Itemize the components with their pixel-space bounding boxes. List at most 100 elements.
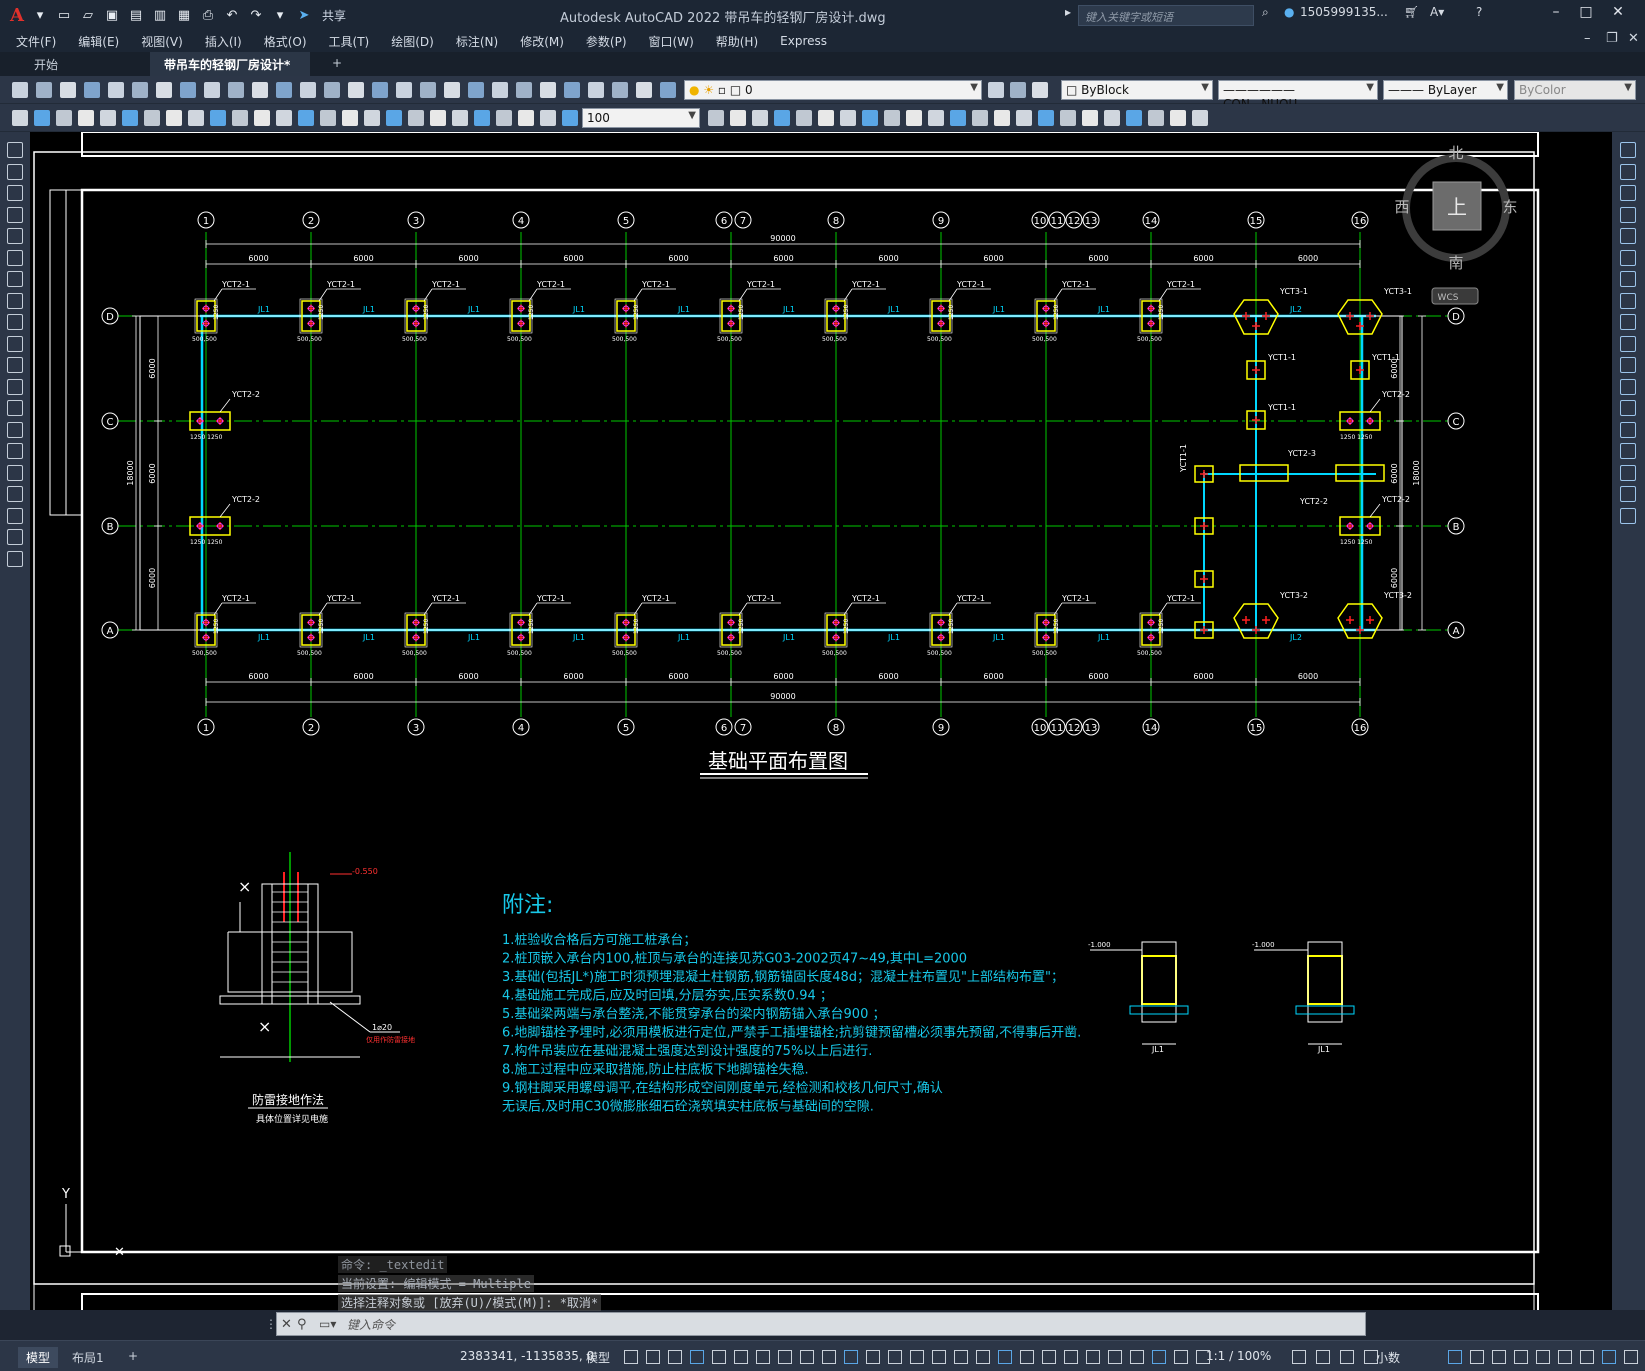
- span-dimension[interactable]: 6000: [878, 672, 898, 681]
- draw-tool-icon[interactable]: [7, 550, 23, 567]
- status-toggle-icon[interactable]: [844, 1350, 858, 1364]
- viewcube-face[interactable]: [1432, 181, 1482, 231]
- pile-cap[interactable]: [1036, 614, 1056, 646]
- grid-bubble[interactable]: [1082, 718, 1100, 736]
- cap-label[interactable]: YCT2-1: [956, 594, 985, 603]
- menu-modify[interactable]: 修改(M): [520, 34, 564, 49]
- draw-tool-icon[interactable]: [7, 292, 23, 309]
- draw-tool-icon[interactable]: [7, 400, 23, 416]
- note-line[interactable]: 8.施工过程中应采取措施,防止柱底板下地脚锚栓失稳.: [502, 1062, 809, 1078]
- pile-cap-small[interactable]: [1194, 570, 1214, 588]
- status-toggle-icon[interactable]: [778, 1350, 792, 1364]
- grid-bubble[interactable]: [1351, 718, 1369, 736]
- toolbar-button-icon[interactable]: [988, 82, 1004, 98]
- modify-tool-icon[interactable]: [1620, 400, 1636, 416]
- status-toggle-icon[interactable]: [1492, 1350, 1506, 1364]
- cap-label[interactable]: YCT2-1: [221, 594, 250, 603]
- command-line[interactable]: ⋮ ✕ ⚲ ▭▾ 键入命令: [265, 1312, 1366, 1336]
- toolbar-button-icon[interactable]: [1170, 110, 1186, 126]
- pile-cap[interactable]: [189, 411, 231, 431]
- cart-icon[interactable]: 🛒︎: [1404, 5, 1420, 19]
- pile-cap[interactable]: [511, 300, 531, 332]
- status-toggle-icon[interactable]: [1196, 1350, 1210, 1364]
- minimize-icon[interactable]: –: [1552, 4, 1560, 20]
- menu-express[interactable]: Express: [780, 34, 827, 48]
- toolbar-button-icon[interactable]: [188, 110, 204, 126]
- grid-bubble[interactable]: [932, 211, 950, 229]
- grounding-detail[interactable]: ⨯ ⨯ 1⌀20 仅用作防雷接地 -0.550 防雷接地作法 具体位置详见电施: [219, 852, 415, 1125]
- toolbar-button-icon[interactable]: [444, 82, 460, 98]
- command-grip-icon[interactable]: ⋮: [265, 1317, 277, 1331]
- viewcube[interactable]: 上 北 南 东 西 WCS: [1394, 144, 1518, 305]
- toolbar-button-icon[interactable]: [1192, 110, 1208, 126]
- grid-bubble[interactable]: [1447, 621, 1465, 639]
- cap-label[interactable]: YCT3-2: [1383, 591, 1412, 600]
- toolbar-button-icon[interactable]: [342, 110, 358, 126]
- modify-tool-icon[interactable]: [1620, 335, 1636, 352]
- span-dimension[interactable]: 6000: [1088, 672, 1108, 681]
- cap-label[interactable]: YCT2-1: [1166, 280, 1195, 289]
- toolbar-button-icon[interactable]: [708, 110, 724, 126]
- grid-bubble[interactable]: [827, 211, 845, 229]
- pile-cap-small[interactable]: [1194, 621, 1214, 639]
- draw-tool-icon[interactable]: [7, 357, 23, 373]
- app-menu-chevron-icon[interactable]: ▾: [36, 7, 44, 23]
- draw-tool-icon[interactable]: [7, 464, 23, 481]
- toolbar-button-icon[interactable]: [452, 110, 468, 126]
- pile-cap[interactable]: [301, 614, 321, 646]
- cap-label[interactable]: YCT2-2: [231, 495, 260, 504]
- span-dimension[interactable]: 6000: [1088, 254, 1108, 263]
- notes-block[interactable]: 附注: 1.桩验收合格后方可施工桩承台；2.桩顶嵌入承台内100,桩顶与承台的连…: [502, 893, 1081, 1115]
- toolbar-button-icon[interactable]: [752, 110, 768, 126]
- toolbar-button-icon[interactable]: [906, 110, 922, 126]
- status-toggle-icon[interactable]: [976, 1350, 990, 1364]
- section-level[interactable]: -1.000: [1088, 941, 1111, 949]
- grid-bubble[interactable]: [715, 211, 733, 229]
- grid-bubble[interactable]: [1247, 718, 1265, 736]
- doc-restore-icon[interactable]: ❐: [1606, 31, 1618, 46]
- toolbar-button-icon[interactable]: [34, 110, 50, 126]
- status-toggle-icon[interactable]: [712, 1350, 726, 1364]
- toolbar-button-icon[interactable]: [1038, 110, 1054, 126]
- toolbar-button-icon[interactable]: [516, 82, 532, 98]
- grid-bubble[interactable]: [715, 718, 733, 736]
- span-dimension[interactable]: 6000: [773, 672, 793, 681]
- menu-view[interactable]: 视图(V): [141, 34, 183, 49]
- beam-section-1[interactable]: -1.000 JL1: [1088, 941, 1189, 1054]
- toolbar-button-icon[interactable]: [496, 110, 512, 126]
- pile-cap-small[interactable]: [1246, 410, 1266, 430]
- pile-cap[interactable]: [826, 614, 846, 646]
- grid-bubble[interactable]: [101, 517, 119, 535]
- status-toggle-icon[interactable]: [1514, 1350, 1528, 1364]
- status-toggle-icon[interactable]: [1448, 1350, 1462, 1364]
- pile-cap[interactable]: [616, 300, 636, 332]
- viewcube-east[interactable]: 东: [1502, 198, 1517, 216]
- modify-tool-icon[interactable]: [1620, 378, 1636, 395]
- toolbar-button-icon[interactable]: [396, 82, 412, 98]
- span-dimension[interactable]: 6000: [983, 672, 1003, 681]
- toolbar-button-icon[interactable]: [298, 110, 314, 126]
- toolbar-button-icon[interactable]: [204, 82, 220, 98]
- toolbar-button-icon[interactable]: [818, 110, 834, 126]
- note-line[interactable]: 4.基础施工完成后,应及时回填,分层夯实,压实系数0.94 ；: [502, 988, 833, 1004]
- close-icon[interactable]: ✕: [1612, 4, 1624, 20]
- total-row-dimension[interactable]: 18000: [1412, 460, 1421, 485]
- draw-tool-icon[interactable]: [7, 185, 23, 201]
- modify-tool-icon[interactable]: [1620, 142, 1636, 158]
- menu-file[interactable]: 文件(F): [16, 34, 57, 49]
- wcs-menu[interactable]: [1431, 287, 1479, 305]
- customize-qat-icon[interactable]: ▾: [276, 7, 284, 23]
- save-web-icon[interactable]: ▦: [177, 7, 191, 23]
- cap-label[interactable]: YCT2-2: [1381, 390, 1410, 399]
- grid-bubble[interactable]: [1351, 211, 1369, 229]
- dimscale-combo[interactable]: 100 ▼: [582, 108, 700, 128]
- total-dimension[interactable]: 90000: [770, 692, 795, 701]
- grid-bubble[interactable]: [302, 718, 320, 736]
- status-toggle-icon[interactable]: [1042, 1350, 1056, 1364]
- toolbar-button-icon[interactable]: [56, 110, 72, 126]
- toolbar-button-icon[interactable]: [408, 110, 424, 126]
- span-dimension[interactable]: 6000: [248, 254, 268, 263]
- toolbar-button-icon[interactable]: [796, 110, 812, 126]
- draw-tool-icon[interactable]: [7, 421, 23, 438]
- command-input[interactable]: 键入命令: [347, 1317, 396, 1332]
